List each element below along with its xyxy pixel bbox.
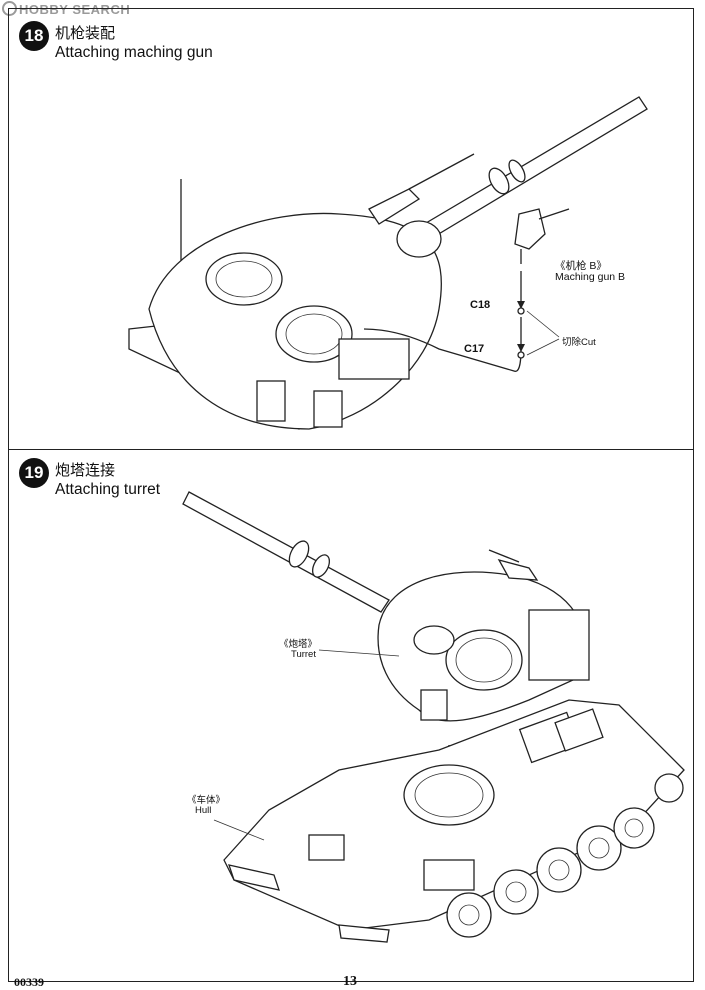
- hull-label-en: Hull: [195, 805, 212, 816]
- step-19-panel: 19 炮塔连接 Attaching turret: [8, 450, 694, 982]
- part-c18-label: C18: [470, 299, 491, 311]
- step-18-panel: 18 机枪装配 Attaching maching gun: [8, 8, 694, 450]
- turret-label-en: Turret: [291, 649, 316, 660]
- turret-mg-illustration: [128, 96, 648, 430]
- step-number-badge: 19: [19, 458, 49, 488]
- cut-label: 切除Cut: [562, 337, 596, 348]
- mg-b-label-zh: 《机枪 B》: [555, 260, 607, 272]
- hull-label-zh: 《车体》: [187, 795, 226, 806]
- step-number-badge: 18: [19, 21, 49, 51]
- turret-hull-illustration: [182, 491, 685, 943]
- page-number: 13: [343, 974, 357, 989]
- mg-b-label-en: Maching gun B: [555, 271, 626, 283]
- part-c17-label: C17: [464, 343, 485, 355]
- step-title-zh: 机枪装配: [55, 25, 116, 42]
- step-title-zh: 炮塔连接: [55, 462, 116, 479]
- step-title-en: Attaching turret: [55, 481, 161, 498]
- product-code: 00339: [14, 975, 44, 989]
- turret-label-zh: 《炮塔》: [279, 639, 318, 650]
- step-title-en: Attaching maching gun: [55, 44, 213, 61]
